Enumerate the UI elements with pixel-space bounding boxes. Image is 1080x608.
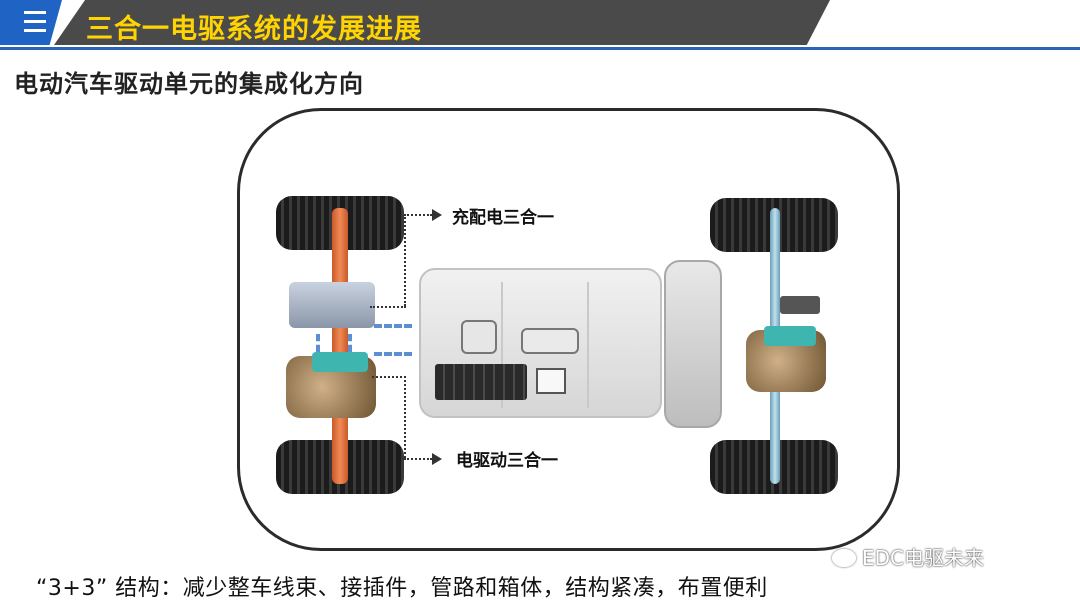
front-controller (780, 296, 820, 314)
wechat-icon (832, 549, 856, 567)
charging-unit (289, 282, 375, 328)
header-divider (0, 47, 1080, 50)
callout-line (372, 376, 406, 378)
watermark: EDC电驱未来 (832, 542, 984, 571)
battery-module (461, 320, 497, 354)
footer-caption: “3+3” 结构：减少整车线束、接插件，管路和箱体，结构紧凑，布置便利 (36, 576, 768, 601)
link-dash (348, 334, 352, 352)
callout-line (404, 376, 406, 458)
battery-pack (419, 268, 662, 418)
arrow-icon (432, 209, 442, 221)
battery-plug (536, 368, 566, 394)
front-module (664, 260, 722, 428)
link-dash (374, 352, 412, 356)
callout-line (404, 458, 432, 460)
rear-axle (332, 208, 348, 484)
title-band (54, 0, 830, 45)
link-dash (374, 324, 412, 328)
menu-icon (24, 11, 46, 33)
callout-line (370, 306, 406, 308)
label-drive-3in1: 电驱动三合一 (456, 451, 558, 471)
callout-line (404, 214, 432, 216)
menu-button[interactable] (0, 0, 62, 45)
battery-connector (521, 328, 579, 354)
battery-cells (435, 364, 527, 400)
slide-header: 三合一电驱系统的发展进展 (0, 0, 1080, 52)
section-subtitle: 电动汽车驱动单元的集成化方向 (14, 70, 364, 98)
rear-inverter (312, 352, 368, 372)
arrow-icon (432, 453, 442, 465)
front-inverter (764, 326, 816, 346)
slide-title: 三合一电驱系统的发展进展 (86, 14, 422, 45)
label-charging-3in1: 充配电三合一 (452, 208, 554, 228)
callout-line (404, 214, 406, 306)
watermark-text: EDC电驱未来 (862, 546, 985, 570)
link-dash (316, 334, 320, 352)
